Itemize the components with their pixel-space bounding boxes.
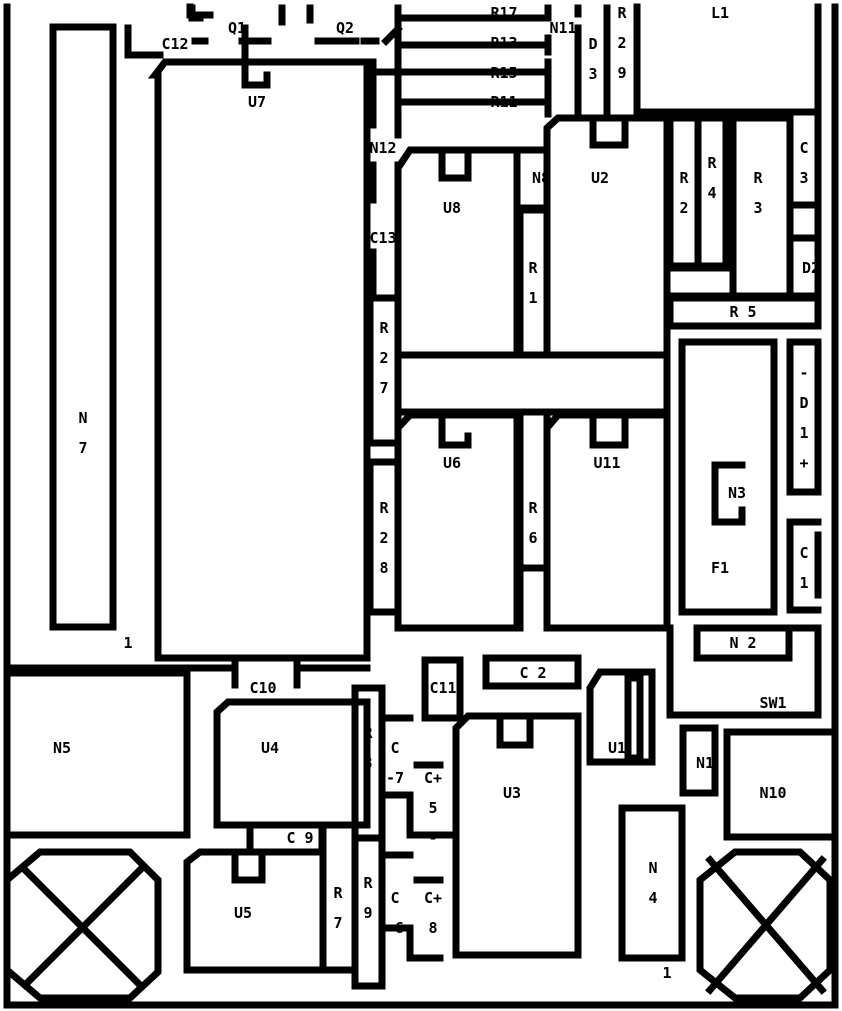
label-u1: U1: [608, 739, 626, 757]
r1-body: [516, 206, 551, 359]
label-n1: N1: [696, 754, 714, 772]
label-r17: R17: [490, 4, 517, 22]
label-u3: U3: [503, 784, 521, 802]
u11-notch: [589, 414, 629, 449]
u5-body: [183, 848, 327, 974]
label-c12: C12: [161, 35, 188, 53]
mount-hole-left: [3, 848, 162, 1002]
label-u11: U11: [593, 454, 620, 472]
n4-body: [618, 804, 686, 962]
n1-body: [679, 724, 719, 797]
u3-body: [452, 712, 582, 959]
label-f1: F1: [711, 559, 729, 577]
u2-body: [543, 114, 671, 359]
label-q2: Q2: [336, 19, 354, 37]
n7-body: [49, 23, 117, 631]
u4-body: [213, 698, 371, 829]
r2-body: [666, 114, 702, 270]
n2-body: [693, 624, 793, 662]
label-pin1_left: 1: [123, 634, 132, 652]
label-c8: C+8-: [424, 889, 442, 967]
label-n11: N11: [549, 19, 576, 37]
label-r5: R 5: [729, 303, 756, 321]
label-sw1: SW1: [759, 694, 786, 712]
label-c7: C-7: [386, 739, 404, 787]
c11-body: [421, 656, 464, 722]
label-r11: R11: [490, 93, 517, 111]
label-q1: Q1: [228, 19, 246, 37]
u5-notch: [231, 848, 266, 884]
label-c10: C10: [249, 679, 276, 697]
mount-hole-right-x2: [705, 855, 827, 995]
label-u2: U2: [591, 169, 609, 187]
c12-outline: [124, 24, 164, 59]
u1-body: [586, 668, 656, 766]
n3-bracket: [711, 461, 746, 526]
label-n12: N12: [369, 139, 396, 157]
label-c9: C 9: [286, 829, 313, 847]
label-c2: C 2: [519, 664, 546, 682]
c2-body: [482, 654, 582, 690]
label-r13: R13: [490, 34, 517, 52]
mount-hole-left-x2: [20, 865, 145, 990]
label-u4: U4: [261, 739, 279, 757]
label-c6: C-6: [386, 889, 404, 937]
label-n10: N10: [759, 784, 786, 802]
label-u8: U8: [443, 199, 461, 217]
u7-notch: [241, 58, 271, 89]
label-c11: C11: [429, 679, 456, 697]
u1-inner: [624, 674, 644, 762]
r27-body: [366, 294, 402, 447]
n5-body: [3, 669, 191, 839]
label-l1: L1: [711, 4, 729, 22]
label-pin1_right: 1: [662, 964, 671, 982]
d1-body: [786, 338, 822, 496]
label-c5: C+5-: [424, 769, 442, 847]
label-d2: D2: [802, 259, 820, 277]
label-u7: U7: [248, 93, 266, 111]
label-u5: U5: [234, 904, 252, 922]
u2-notch: [589, 114, 629, 149]
label-r15: R15: [490, 64, 517, 82]
u3-notch: [496, 714, 534, 749]
u11-body: [543, 411, 671, 632]
mount-hole-right: [696, 848, 834, 1002]
u7-body: [147, 58, 371, 662]
label-n2: N 2: [729, 634, 756, 652]
f1-body: [678, 338, 778, 616]
label-u6: U6: [443, 454, 461, 472]
n10-body: [723, 728, 839, 841]
r5-body: [666, 294, 822, 330]
u8-notch: [438, 146, 472, 182]
u6-notch: [438, 414, 472, 449]
label-n8: N8: [532, 169, 550, 187]
label-n5: N5: [53, 739, 71, 757]
label-c13: C13: [369, 229, 396, 247]
label-n3: N3: [728, 484, 746, 502]
